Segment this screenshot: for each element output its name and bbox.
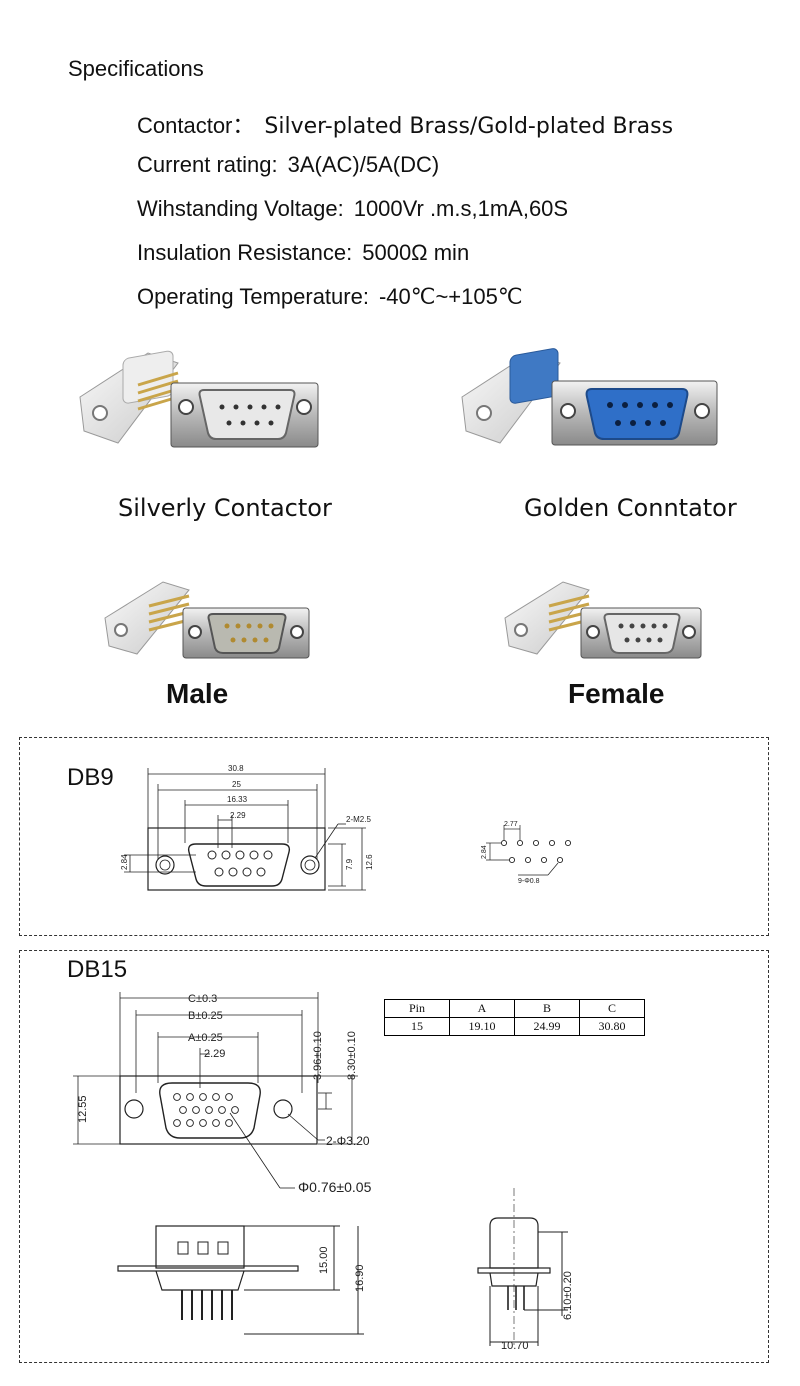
db15-dim-v1: 3.96±0.10 [312,1031,324,1080]
table-header-row: Pin A B C [384,999,645,1018]
spec-value: 5000Ω min [362,240,470,265]
table-cell: 30.80 [579,1017,645,1036]
spec-label: Current rating: [137,152,278,177]
table-header: C [579,999,645,1018]
db9-dim-hole: 2-M2.5 [346,815,371,824]
table-cell: 15 [384,1017,450,1036]
db15-dim-h: 12.55 [77,1095,89,1123]
db15-dim-v2: 8.30±0.10 [346,1031,358,1080]
db15-dim-hole: 2-Φ3.20 [326,1134,370,1148]
table-header: A [449,999,515,1018]
specifications-title: Specifications [68,56,204,81]
db15-front-drawing: C±0.3 B±0.25 A±0.25 2.29 3.96±0.10 8.30±… [73,992,372,1195]
female-connector-image [504,581,702,659]
spec-row-current: Current rating: 3A(AC)/5A(DC) [137,152,439,178]
spec-value: -40℃~+105℃ [378,284,523,309]
db9-dim-shell: 16.33 [227,795,248,804]
table-header: B [514,999,580,1018]
spec-label: Insulation Resistance: [137,240,353,265]
spec-value: 1000Vr .m.s,1mA,60S [353,196,569,221]
spec-value: Silver-plated Brass/Gold-plated Brass [264,114,674,139]
db9-dim-h2: 7.9 [345,858,354,870]
silver-connector-image [79,350,319,448]
db15-dim-end-w: 10.70 [501,1340,529,1352]
db9-dim-pitch: 2.29 [230,811,246,820]
db15-dim-pin: Φ0.76±0.05 [298,1179,372,1195]
table-cell: 19.10 [449,1017,515,1036]
blue-connector-image [461,348,718,446]
db9-dim-overall: 30.8 [228,764,244,773]
spec-label: Operating Temperature: [137,284,369,309]
db15-section [19,950,769,1363]
db9-label: DB9 [67,764,114,791]
golden-caption: Golden Conntator [524,494,737,522]
db15-dimension-table: Pin A B C 15 19.10 24.99 30.80 [384,999,645,1036]
db15-dim-c: C±0.3 [188,993,217,1005]
table-row: 15 19.10 24.99 30.80 [384,1017,645,1036]
db9-pinout-pins: 9-Φ0.8 [518,878,540,885]
spec-row-contactor: Contactor： Silver-plated Brass/Gold-plate… [137,108,673,140]
spec-label: Contactor： [137,113,255,138]
spec-label: Wihstanding Voltage: [137,196,344,221]
spec-row-temperature: Operating Temperature: -40℃~+105℃ [137,284,523,310]
db9-dim-h3: 12.6 [365,854,374,870]
female-caption: Female [568,678,665,709]
db9-pinout-pitch: 2.77 [504,821,518,828]
db15-dim-pitch: 2.29 [204,1048,225,1060]
db9-drawing: 30.8 25 16.33 2.29 2-M2.5 2.84 7.9 12.6 [120,764,374,891]
db15-side-drawing: 15.00 16.90 [117,1225,366,1335]
db15-dim-end-h: 6.10±0.20 [562,1271,574,1320]
spec-row-voltage: Wihstanding Voltage: 1000Vr .m.s,1mA,60S [137,196,568,222]
spec-row-insulation: Insulation Resistance: 5000Ω min [137,240,469,266]
silver-caption: Silverly Contactor [118,494,332,522]
db15-dim-a: A±0.25 [188,1032,223,1044]
table-cell: 24.99 [514,1017,580,1036]
spec-value: 3A(AC)/5A(DC) [287,152,440,177]
db15-label: DB15 [67,956,128,983]
db9-pinout-drawing: 2.77 2.84 9-Φ0.8 [481,821,572,885]
db15-dim-b: B±0.25 [188,1010,223,1022]
db15-end-drawing: 10.70 6.10±0.20 [477,1188,574,1352]
db15-dim-side1: 15.00 [318,1246,330,1274]
db9-section [19,737,769,936]
db9-dim-h1: 2.84 [120,854,129,870]
male-connector-image [104,581,310,659]
db15-dim-side2: 16.90 [354,1264,366,1292]
db9-dim-mount: 25 [232,780,241,789]
male-caption: Male [166,678,229,709]
db9-pinout-row: 2.84 [481,845,488,859]
